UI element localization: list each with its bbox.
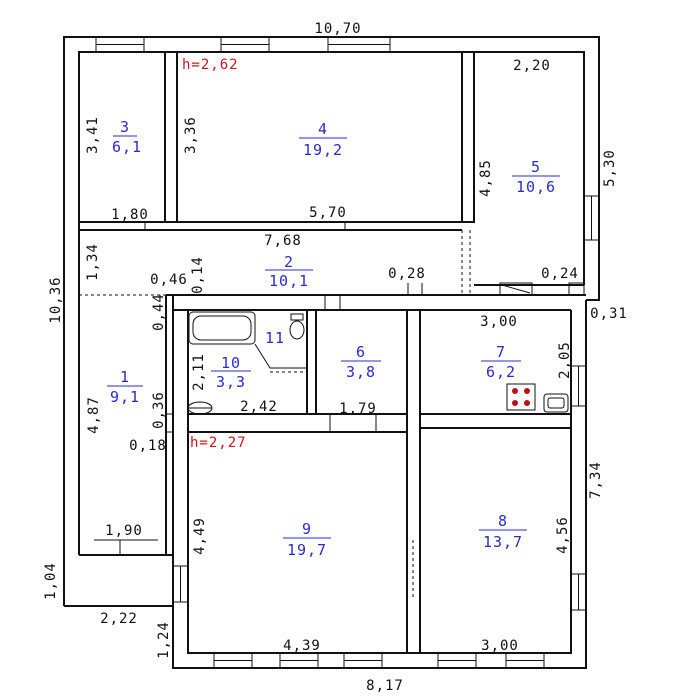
- room-4-area: 19,2: [303, 141, 343, 159]
- dim-r4-left: 3,36: [183, 116, 199, 154]
- room-8-area: 13,7: [483, 533, 523, 551]
- dim-r10-width: 2,42: [240, 399, 278, 415]
- dim-044: 0,44: [151, 293, 167, 331]
- dim-r9-width: 4,39: [283, 638, 321, 654]
- dim-top-total: 10,70: [314, 21, 361, 37]
- height-lower: h=2,27: [190, 435, 247, 451]
- dim-right-lower: 7,34: [588, 461, 604, 499]
- dim-left-bottom: 1,24: [156, 621, 172, 659]
- dim-r5-right: 5,30: [602, 149, 618, 187]
- room-8-number: 8: [498, 512, 508, 530]
- stove-icon: [506, 383, 536, 411]
- room-5: 5 10,6: [512, 158, 560, 196]
- dim-r10-height: 2,11: [191, 353, 207, 391]
- room-11: 11: [265, 329, 285, 347]
- room-2-number: 2: [284, 253, 294, 271]
- room-4-number: 4: [318, 120, 328, 138]
- dim-r3-width: 1,80: [111, 207, 149, 223]
- room-9: 9 19,7: [283, 520, 331, 559]
- dim-left-total: 10,36: [48, 276, 64, 323]
- dim-r8-width: 3,00: [481, 638, 519, 654]
- room-10: 10 3,3: [211, 354, 251, 391]
- windows: [95, 36, 600, 669]
- dim-036: 0,36: [151, 391, 167, 429]
- bathtub-icon: [188, 311, 256, 345]
- dim-018: 0,18: [129, 438, 167, 454]
- height-upper: h=2,62: [182, 57, 239, 73]
- dim-046: 0,46: [150, 272, 188, 288]
- room-1-area: 9,1: [110, 388, 140, 406]
- dim-r9-height: 4,49: [192, 517, 208, 555]
- dim-r5-left: 4,85: [478, 159, 494, 197]
- room-5-number: 5: [531, 158, 541, 176]
- toilet-icon: [289, 320, 305, 340]
- fixtures: [187, 282, 569, 415]
- room-6: 6 3,8: [341, 343, 381, 381]
- room-6-area: 3,8: [346, 363, 376, 381]
- room-7-number: 7: [496, 343, 506, 361]
- dim-r7-height: 2,05: [557, 341, 573, 379]
- room-5-area: 10,6: [516, 178, 556, 196]
- doors: [119, 222, 585, 555]
- dim-porch-h: 1,04: [43, 562, 59, 600]
- room-11-number: 11: [265, 329, 285, 347]
- dim-corridor-len: 7,68: [264, 233, 302, 249]
- dim-r1-width: 1,90: [105, 523, 143, 539]
- dimensions: 10,70 2,20 1,80 5,70 7,68 0,46 0,28 0,24…: [43, 21, 628, 694]
- kitchen-sink-icon: [543, 393, 569, 413]
- room-7-area: 6,2: [486, 363, 516, 381]
- room-3-number: 3: [120, 118, 130, 136]
- room-9-area: 19,7: [287, 541, 327, 559]
- room-6-number: 6: [356, 343, 366, 361]
- room-1: 1 9,1: [107, 368, 143, 406]
- room-3-area: 6,1: [112, 138, 142, 156]
- room-7: 7 6,2: [481, 343, 521, 381]
- room-2: 2 10,1: [265, 253, 313, 290]
- dim-porch-w: 2,22: [100, 611, 138, 627]
- dim-bottom-total: 8,17: [366, 678, 404, 694]
- dim-r1-height: 4,87: [86, 396, 102, 434]
- dim-r7-width: 3,00: [480, 314, 518, 330]
- dim-031: 0,31: [590, 306, 628, 322]
- dim-014: 0,14: [190, 256, 206, 294]
- dim-r4-width: 5,70: [309, 205, 347, 221]
- dim-024: 0,24: [541, 266, 579, 282]
- dim-corridor-h: 1,34: [85, 243, 101, 281]
- room-10-number: 10: [221, 354, 241, 372]
- dim-r5-width: 2,20: [513, 58, 551, 74]
- room-10-area: 3,3: [216, 373, 246, 391]
- room-9-number: 9: [302, 520, 312, 538]
- room-2-area: 10,1: [269, 272, 309, 290]
- dim-r3-height: 3,41: [85, 116, 101, 154]
- dim-r6-width: 1,79: [339, 401, 377, 417]
- room-8: 8 13,7: [479, 512, 527, 551]
- room-3: 3 6,1: [112, 118, 142, 156]
- radiator-icon: [499, 282, 533, 296]
- dim-r8-height: 4,56: [555, 516, 571, 554]
- room-1-number: 1: [120, 368, 130, 386]
- room-4: 4 19,2: [299, 120, 347, 159]
- dim-028: 0,28: [388, 266, 426, 282]
- outer-walls: [63, 36, 600, 669]
